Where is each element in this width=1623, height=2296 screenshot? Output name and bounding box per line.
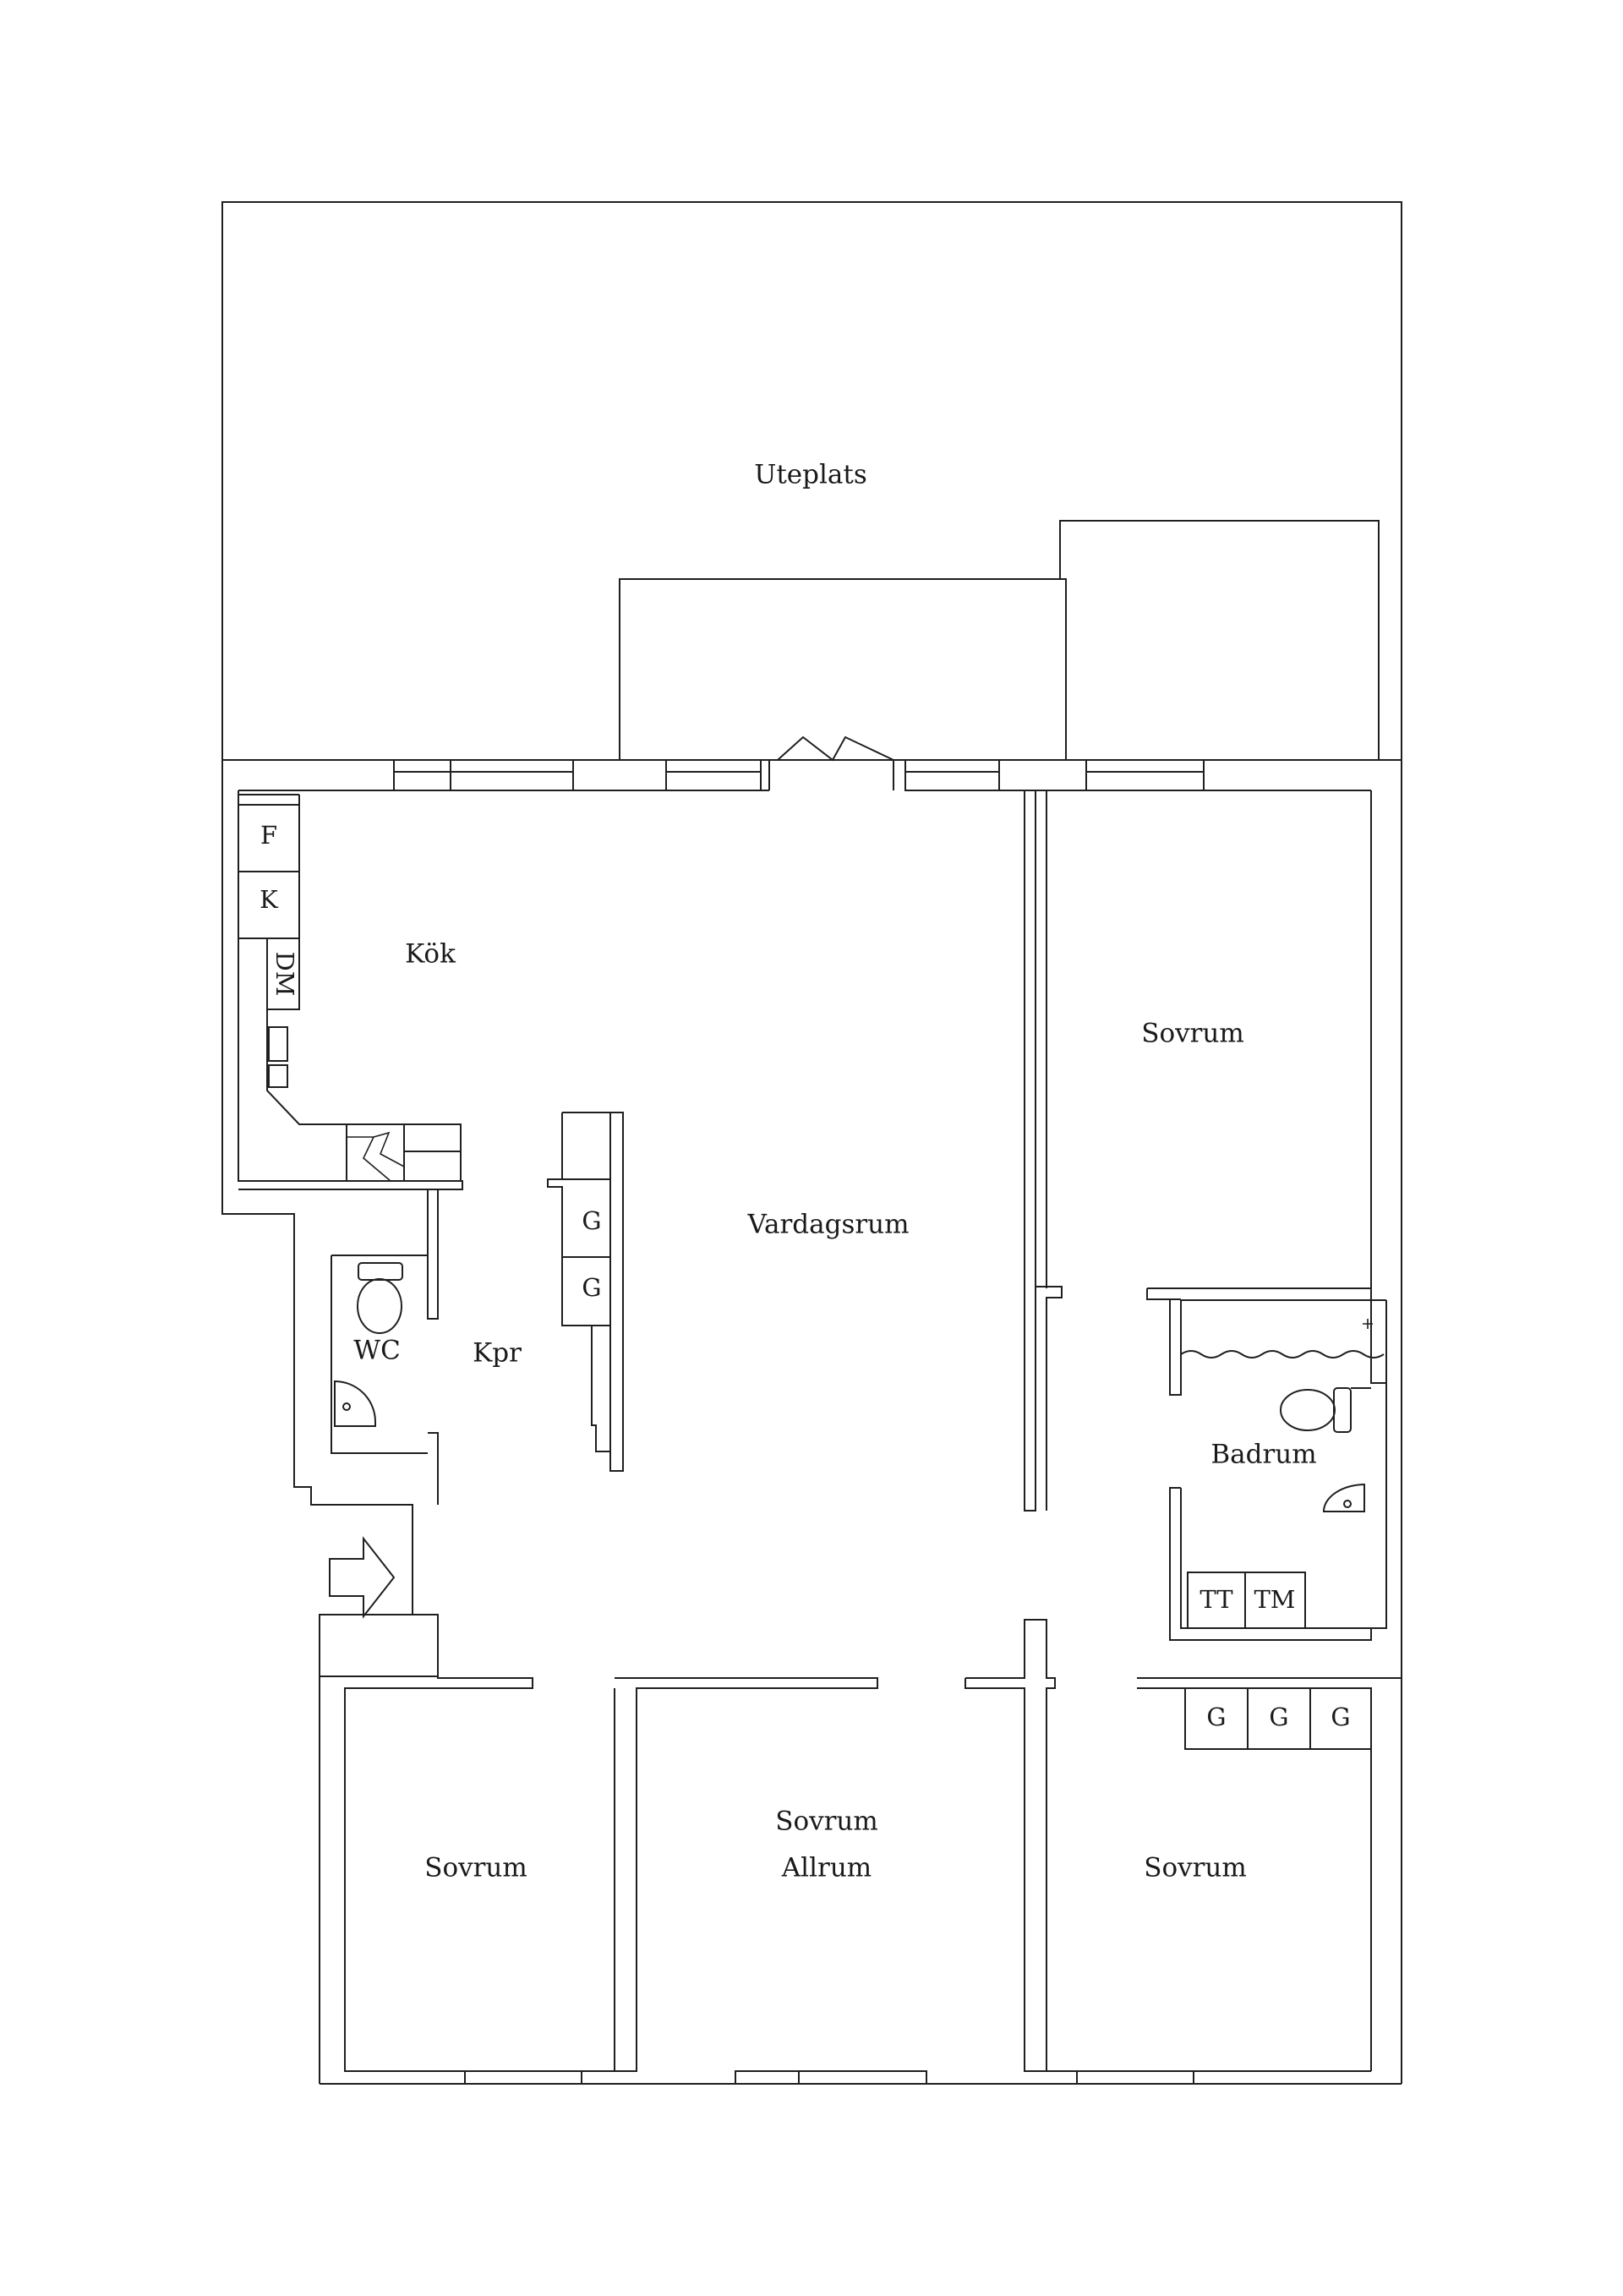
fixture-label-wardrobe-living-2: G bbox=[582, 1273, 601, 1302]
balcony-door-leaves bbox=[777, 735, 894, 762]
fixture-label-wardrobe-living-1: G bbox=[582, 1206, 601, 1235]
room-label-sovrum-top-right: Sovrum bbox=[1141, 1019, 1244, 1049]
wardrobe-bedroom-3 bbox=[1309, 1687, 1372, 1750]
room-label-sovrum-allrum-2: Allrum bbox=[781, 1853, 872, 1883]
room-labels: Uteplats Kök Vardagsrum Sovrum Kpr WC Ba… bbox=[353, 460, 1316, 1883]
window-2 bbox=[665, 759, 762, 791]
exterior-walls bbox=[221, 759, 1402, 2085]
window-bottom-3 bbox=[1076, 2070, 1194, 2085]
island-outline bbox=[547, 1112, 624, 1472]
wc-sink-drain bbox=[342, 1402, 351, 1411]
bath-left-wall-lower bbox=[1169, 1487, 1372, 1641]
stove-icon bbox=[347, 1136, 391, 1182]
room-label-sovrum-bottom-right: Sovrum bbox=[1144, 1853, 1247, 1883]
bath-toilet-tank bbox=[1333, 1387, 1352, 1433]
dishwasher-unit bbox=[266, 938, 300, 1010]
fixture-labels: F K DM G G TT TM G G G bbox=[260, 821, 1350, 1731]
fixture-label-wardrobe-bedroom-2: G bbox=[1269, 1703, 1288, 1731]
toilet-tank bbox=[358, 1262, 403, 1281]
entrance-arrow-icon bbox=[329, 1536, 396, 1619]
living-right-wall bbox=[1024, 790, 1036, 1512]
wc-wall-box bbox=[331, 1255, 429, 1319]
wc-room bbox=[331, 1189, 439, 1505]
room-label-uteplats: Uteplats bbox=[754, 460, 867, 490]
top-windows bbox=[393, 735, 1205, 791]
wc-wall-outer bbox=[427, 1189, 439, 1320]
sink-icon bbox=[334, 1380, 376, 1427]
kitchen-left-wall-interior bbox=[238, 790, 463, 1190]
window-bottom-1 bbox=[464, 2070, 582, 2085]
bath-sink-drain bbox=[1343, 1500, 1352, 1508]
bath-upper-wall bbox=[1147, 1287, 1372, 1301]
terrace-deck-right bbox=[1059, 520, 1380, 760]
fixture-label-dishwasher: DM bbox=[270, 952, 299, 997]
stove-unit bbox=[346, 1123, 405, 1182]
dryer-unit bbox=[1244, 1572, 1306, 1629]
room-label-kpr: Kpr bbox=[473, 1338, 522, 1369]
hall-wall-left-stub bbox=[344, 1614, 615, 2072]
hall-wall-mid bbox=[614, 1677, 878, 2072]
window-1 bbox=[393, 759, 574, 791]
left-wall-exterior bbox=[221, 760, 413, 2084]
toilet-icon bbox=[357, 1278, 402, 1334]
fixture-label-freezer: K bbox=[260, 885, 279, 914]
wc-wall-left bbox=[331, 1255, 428, 1454]
room-label-vardagsrum: Vardagsrum bbox=[746, 1210, 909, 1240]
room-label-sovrum-allrum-1: Sovrum bbox=[775, 1807, 878, 1837]
bath-sink-icon bbox=[1322, 1483, 1365, 1512]
room-label-badrum: Badrum bbox=[1210, 1440, 1316, 1470]
kitchen bbox=[238, 794, 462, 1182]
bath-left-wall-top bbox=[1146, 1288, 1182, 1396]
bottom-windows bbox=[464, 2070, 1194, 2085]
wardrobe-island bbox=[547, 1112, 624, 1472]
terrace-deck-middle bbox=[619, 578, 1067, 760]
fixture-label-fridge: F bbox=[260, 821, 277, 850]
window-4 bbox=[1085, 759, 1205, 791]
terrace bbox=[221, 201, 1402, 760]
stove-icon-bolt bbox=[373, 1131, 405, 1167]
bathroom bbox=[1146, 1287, 1387, 1641]
counter-corner bbox=[266, 1009, 347, 1125]
bath-right-wall bbox=[1370, 1300, 1387, 1629]
bedroom-left-wall-upper bbox=[1035, 790, 1063, 1511]
hall-bedroom-walls bbox=[319, 1614, 1402, 2084]
bath-toilet-icon bbox=[1280, 1389, 1336, 1431]
window-3 bbox=[904, 759, 1000, 791]
hall-wall-right-stub bbox=[965, 1619, 1056, 2072]
bathtub-icon bbox=[1180, 1350, 1385, 1358]
counter-end-unit bbox=[403, 1123, 462, 1182]
bedroom-left-wall bbox=[319, 1676, 438, 2084]
window-bottom-2 bbox=[735, 2070, 927, 2085]
fixture-label-washer: TT bbox=[1199, 1585, 1233, 1614]
kitchen-sink-1 bbox=[268, 1026, 288, 1062]
fixture-label-dryer: TM bbox=[1254, 1585, 1295, 1614]
room-label-sovrum-bottom-left: Sovrum bbox=[424, 1853, 527, 1883]
kitchen-sink-2 bbox=[268, 1064, 288, 1088]
room-label-kok: Kök bbox=[405, 939, 456, 970]
fixture-label-wardrobe-bedroom-3: G bbox=[1331, 1703, 1350, 1731]
partition-walls bbox=[1024, 790, 1372, 1512]
terrace-outline bbox=[221, 201, 1402, 760]
fixture-label-wardrobe-bedroom-1: G bbox=[1206, 1703, 1226, 1731]
room-label-wc: WC bbox=[353, 1336, 401, 1366]
bath-faucet bbox=[1363, 1319, 1373, 1329]
wc-door-post bbox=[428, 1432, 439, 1505]
